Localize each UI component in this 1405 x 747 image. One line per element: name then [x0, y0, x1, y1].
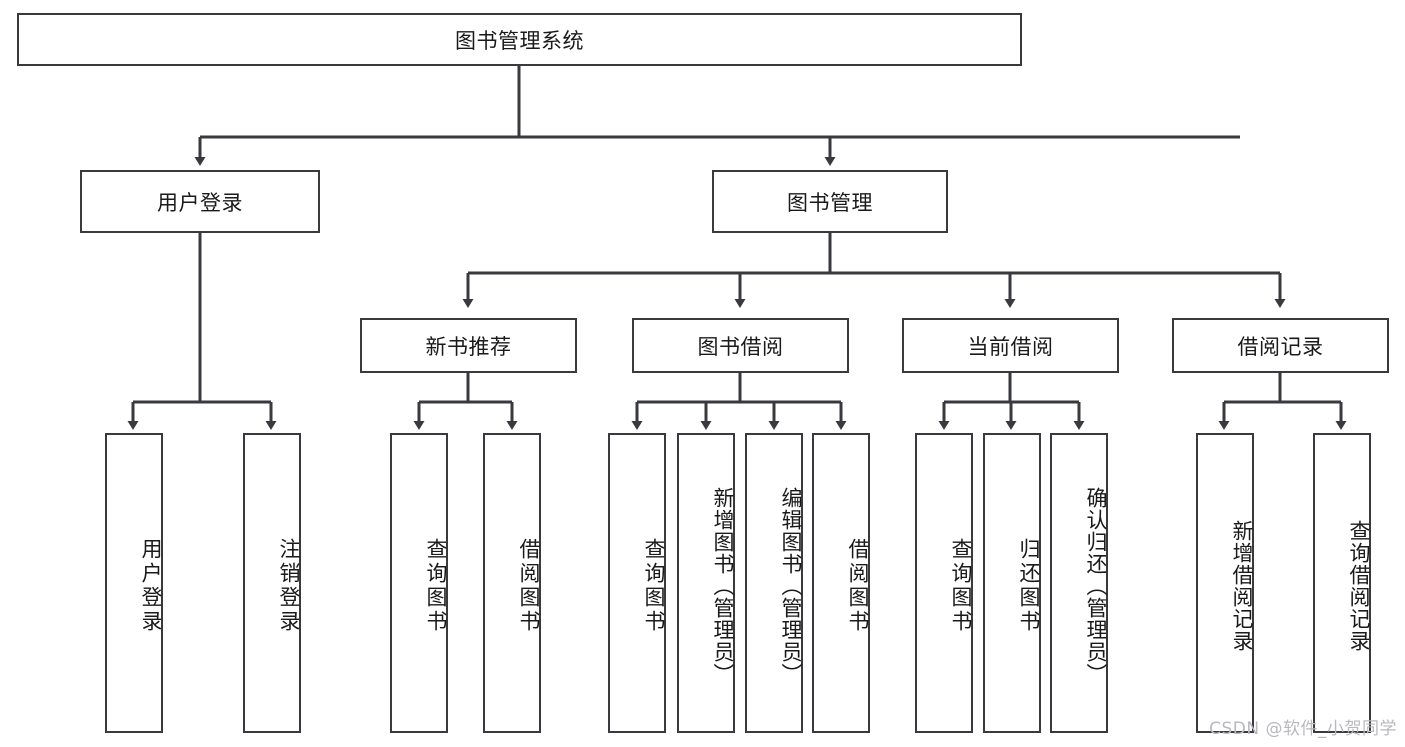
node-book-borrow[interactable]: 图书借阅 — [632, 318, 849, 373]
leaf-borrow-book[interactable]: 借阅图书 — [812, 433, 870, 733]
node-new-book-recommend[interactable]: 新书推荐 — [360, 318, 577, 373]
leaf-query-book-new[interactable]: 查询图书 — [390, 433, 448, 733]
node-root[interactable]: 图书管理系统 — [17, 13, 1022, 66]
leaf-query-borrow-record[interactable]: 查询借阅记录 — [1313, 433, 1371, 733]
leaf-confirm-return-admin[interactable]: 确认归还（管理员） — [1050, 433, 1108, 733]
leaf-return-book[interactable]: 归还图书 — [983, 433, 1041, 733]
node-borrow-record[interactable]: 借阅记录 — [1172, 318, 1389, 373]
leaf-query-book-borrow[interactable]: 查询图书 — [608, 433, 666, 733]
leaf-user-logout[interactable]: 注销登录 — [243, 433, 301, 733]
leaf-borrow-book-new[interactable]: 借阅图书 — [483, 433, 541, 733]
leaf-add-borrow-record[interactable]: 新增借阅记录 — [1196, 433, 1254, 733]
node-book-management[interactable]: 图书管理 — [712, 170, 948, 233]
leaf-query-book-current[interactable]: 查询图书 — [915, 433, 973, 733]
leaf-user-login[interactable]: 用户登录 — [105, 433, 163, 733]
watermark: CSDN @软件_小贺同学 — [1209, 719, 1397, 739]
leaf-add-book-admin[interactable]: 新增图书（管理员） — [677, 433, 735, 733]
leaf-edit-book-admin[interactable]: 编辑图书（管理员） — [745, 433, 803, 733]
node-user-login[interactable]: 用户登录 — [80, 170, 320, 233]
node-current-borrow[interactable]: 当前借阅 — [902, 318, 1119, 373]
